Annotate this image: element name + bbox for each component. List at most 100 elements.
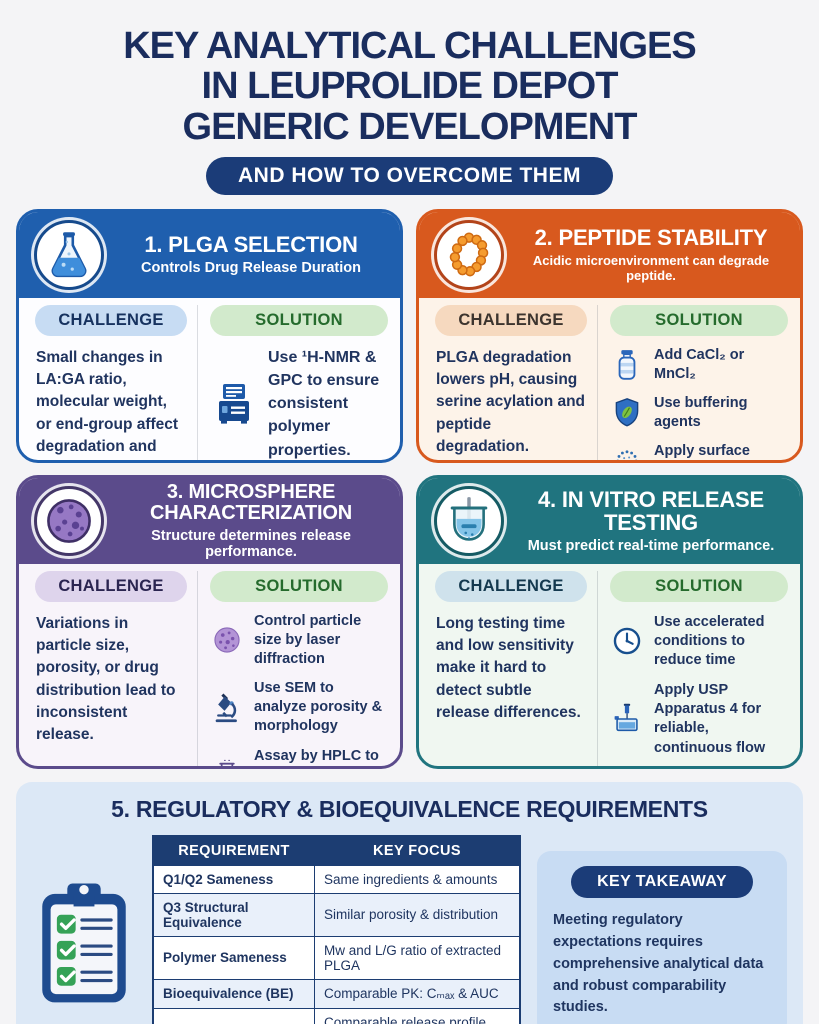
card3-solution-item: Control particle size by laser diffracti… — [210, 612, 388, 669]
card4-solution-column: SOLUTION Use accelerated conditions to r… — [597, 570, 788, 766]
card4-title: 4. IN VITRO RELEASE TESTING — [537, 486, 765, 536]
card2-body: CHALLENGE PLGA degradation lowers pH, ca… — [419, 298, 800, 460]
clipboard-checklist-icon — [32, 879, 136, 1009]
card1-challenge-text: Small changes in LA:GA ratio, molecular … — [36, 348, 179, 456]
card2-solution-item: Use buffering agents — [610, 394, 788, 432]
card4-header: 4. IN VITRO RELEASE TESTING Must predict… — [419, 477, 800, 564]
card4-solution-item: Apply USP Apparatus 4 for reliable, cont… — [610, 681, 788, 758]
card4-solution2-text: Apply USP Apparatus 4 for reliable, cont… — [654, 682, 766, 756]
peptide-chain-icon — [434, 219, 504, 290]
requirements-table: REQUIREMENT KEY FOCUS Q1/Q2 Sameness Sam… — [152, 834, 521, 1024]
key-takeaway-card: KEY TAKEAWAY Meeting regulatory expectat… — [537, 851, 787, 1024]
flask-icon — [34, 219, 104, 290]
card4-challenge-column: CHALLENGE Long testing time and low sens… — [431, 570, 597, 766]
regulatory-section: 5. REGULATORY & BIOEQUIVALENCE REQUIREME… — [16, 781, 803, 1024]
card1-challenge-column: CHALLENGE Small changes in LA:GA ratio, … — [31, 304, 197, 460]
card1-solution-column: SOLUTION — [197, 304, 388, 460]
keyfocus-cell: Same ingredients & amounts — [313, 864, 521, 894]
card2-solution-item: Add CaCl₂ or MnCl₂ — [610, 346, 788, 384]
card2-header: 2. PEPTIDE STABILITY Acidic microenviron… — [419, 211, 800, 298]
dotted-circle-icon — [610, 444, 644, 460]
card2-subtitle: Acidic microenvironment can degrade pept… — [532, 253, 770, 284]
card3-solution3-text: Assay by HPLC to ensure uniform drug loa… — [254, 747, 379, 764]
card3-challenge-column: CHALLENGE Variations in particle size, p… — [31, 570, 197, 766]
card1-body: CHALLENGE Small changes in LA:GA ratio, … — [19, 298, 400, 460]
requirement-cell: In Vitro Similarity — [152, 1007, 315, 1024]
microsphere-icon — [34, 485, 104, 556]
subtitle-banner: AND HOW TO OVERCOME THEM — [206, 156, 613, 195]
card3-solution2-text: Use SEM to analyze porosity & morphology — [254, 680, 383, 735]
card3-challenge-text: Variations in particle size, porosity, o… — [36, 614, 176, 744]
card2-solution-label: SOLUTION — [610, 304, 788, 336]
card4-solution-item: Use accelerated conditions to reduce tim… — [610, 613, 788, 670]
requirement-cell: Q3 Structural Equivalence — [152, 892, 315, 937]
table-row: Q1/Q2 Sameness Same ingredients & amount… — [152, 864, 521, 894]
card-microsphere-characterization: 3. MICROSPHERE CHARACTERIZATION Structur… — [16, 474, 403, 769]
card1-header-text: 1. PLGA SELECTION Controls Drug Release … — [114, 233, 390, 276]
card2-challenge-label: CHALLENGE — [435, 304, 587, 336]
card3-challenge-label: CHALLENGE — [35, 570, 187, 602]
card4-solution1-text: Use accelerated conditions to reduce tim… — [654, 613, 765, 669]
page-title: KEY ANALYTICAL CHALLENGES IN LEUPROLIDE … — [0, 26, 819, 147]
card4-subtitle: Must predict real-time performance. — [527, 538, 775, 555]
card1-solution-text: Use ¹H-NMR & GPC to ensure consistent po… — [268, 348, 380, 459]
card2-header-text: 2. PEPTIDE STABILITY Acidic microenviron… — [514, 226, 790, 283]
card2-solution-column: SOLUTION Add CaCl₂ or MnCl₂ — [597, 304, 788, 460]
title-line-1: KEY ANALYTICAL CHALLENGES — [123, 25, 697, 67]
card3-header: 3. MICROSPHERE CHARACTERIZATION Structur… — [19, 477, 400, 564]
card2-solution1-text: Add CaCl₂ or MnCl₂ — [654, 346, 745, 382]
table-header-keyfocus: KEY FOCUS — [313, 835, 521, 866]
beaker-icon — [210, 758, 244, 766]
requirement-cell: Bioequivalence (BE) — [152, 978, 315, 1009]
card3-solution-item: Use SEM to analyze porosity & morphology — [210, 679, 388, 736]
table-header-row: REQUIREMENT KEY FOCUS — [152, 835, 521, 866]
card3-solution-column: SOLUTION — [197, 570, 388, 766]
card2-solution3-text: Apply surface modification — [654, 443, 750, 460]
card3-solution-item: Assay by HPLC to ensure uniform drug loa… — [210, 747, 388, 766]
card2-challenge-column: CHALLENGE PLGA degradation lowers pH, ca… — [431, 304, 597, 460]
dissolution-vessel-icon — [434, 485, 504, 556]
usp-apparatus-icon — [610, 702, 644, 736]
table-row: Bioequivalence (BE) Comparable PK: Cₘₐₓ … — [152, 978, 521, 1009]
regulatory-content-row: REQUIREMENT KEY FOCUS Q1/Q2 Sameness Sam… — [32, 834, 787, 1024]
card1-solution-item: Use ¹H-NMR & GPC to ensure consistent po… — [210, 346, 388, 460]
keyfocus-cell: Comparable release profile (USP 4) — [313, 1007, 521, 1024]
shield-icon — [610, 396, 644, 430]
card3-solution-label: SOLUTION — [210, 570, 388, 602]
table-row: In Vitro Similarity Comparable release p… — [152, 1007, 521, 1024]
card1-subtitle: Controls Drug Release Duration — [141, 260, 361, 277]
vial-icon — [610, 348, 644, 382]
title-line-3: GENERIC DEVELOPMENT — [182, 105, 638, 148]
title-line-2: IN LEUPROLIDE DEPOT — [201, 65, 619, 108]
card1-solution-label: SOLUTION — [210, 304, 388, 336]
card3-title: 3. MICROSPHERE CHARACTERIZATION — [150, 480, 352, 525]
card4-challenge-text: Long testing time and low sensitivity ma… — [436, 614, 581, 722]
card1-title: 1. PLGA SELECTION — [144, 232, 358, 258]
card4-body: CHALLENGE Long testing time and low sens… — [419, 564, 800, 766]
card-peptide-stability: 2. PEPTIDE STABILITY Acidic microenviron… — [416, 208, 803, 463]
clock-icon — [610, 624, 644, 658]
card3-subtitle: Structure determines release performance… — [151, 527, 351, 560]
keyfocus-cell: Similar porosity & distribution — [313, 892, 521, 937]
card3-header-text: 3. MICROSPHERE CHARACTERIZATION Structur… — [114, 480, 390, 560]
key-takeaway-text: Meeting regulatory expectations requires… — [553, 912, 764, 1016]
card1-challenge-label: CHALLENGE — [35, 304, 187, 336]
card4-challenge-label: CHALLENGE — [435, 570, 587, 602]
cards-grid: 1. PLGA SELECTION Controls Drug Release … — [16, 208, 803, 769]
card2-title: 2. PEPTIDE STABILITY — [534, 225, 768, 251]
card1-header: 1. PLGA SELECTION Controls Drug Release … — [19, 211, 400, 298]
table-row: Q3 Structural Equivalence Similar porosi… — [152, 892, 521, 937]
table-header-requirement: REQUIREMENT — [152, 835, 315, 866]
header: KEY ANALYTICAL CHALLENGES IN LEUPROLIDE … — [0, 0, 819, 195]
table-row: Polymer Sameness Mw and L/G ratio of ext… — [152, 935, 521, 980]
requirement-cell: Q1/Q2 Sameness — [152, 864, 315, 894]
microscope-icon — [210, 691, 244, 725]
card4-header-text: 4. IN VITRO RELEASE TESTING Must predict… — [514, 486, 790, 555]
keyfocus-cell: Mw and L/G ratio of extracted PLGA — [313, 935, 521, 980]
card4-solution-label: SOLUTION — [610, 570, 788, 602]
card-in-vitro-release-testing: 4. IN VITRO RELEASE TESTING Must predict… — [416, 474, 803, 769]
card3-body: CHALLENGE Variations in particle size, p… — [19, 564, 400, 766]
regulatory-heading: 5. REGULATORY & BIOEQUIVALENCE REQUIREME… — [111, 795, 708, 822]
card-plga-selection: 1. PLGA SELECTION Controls Drug Release … — [16, 208, 403, 463]
